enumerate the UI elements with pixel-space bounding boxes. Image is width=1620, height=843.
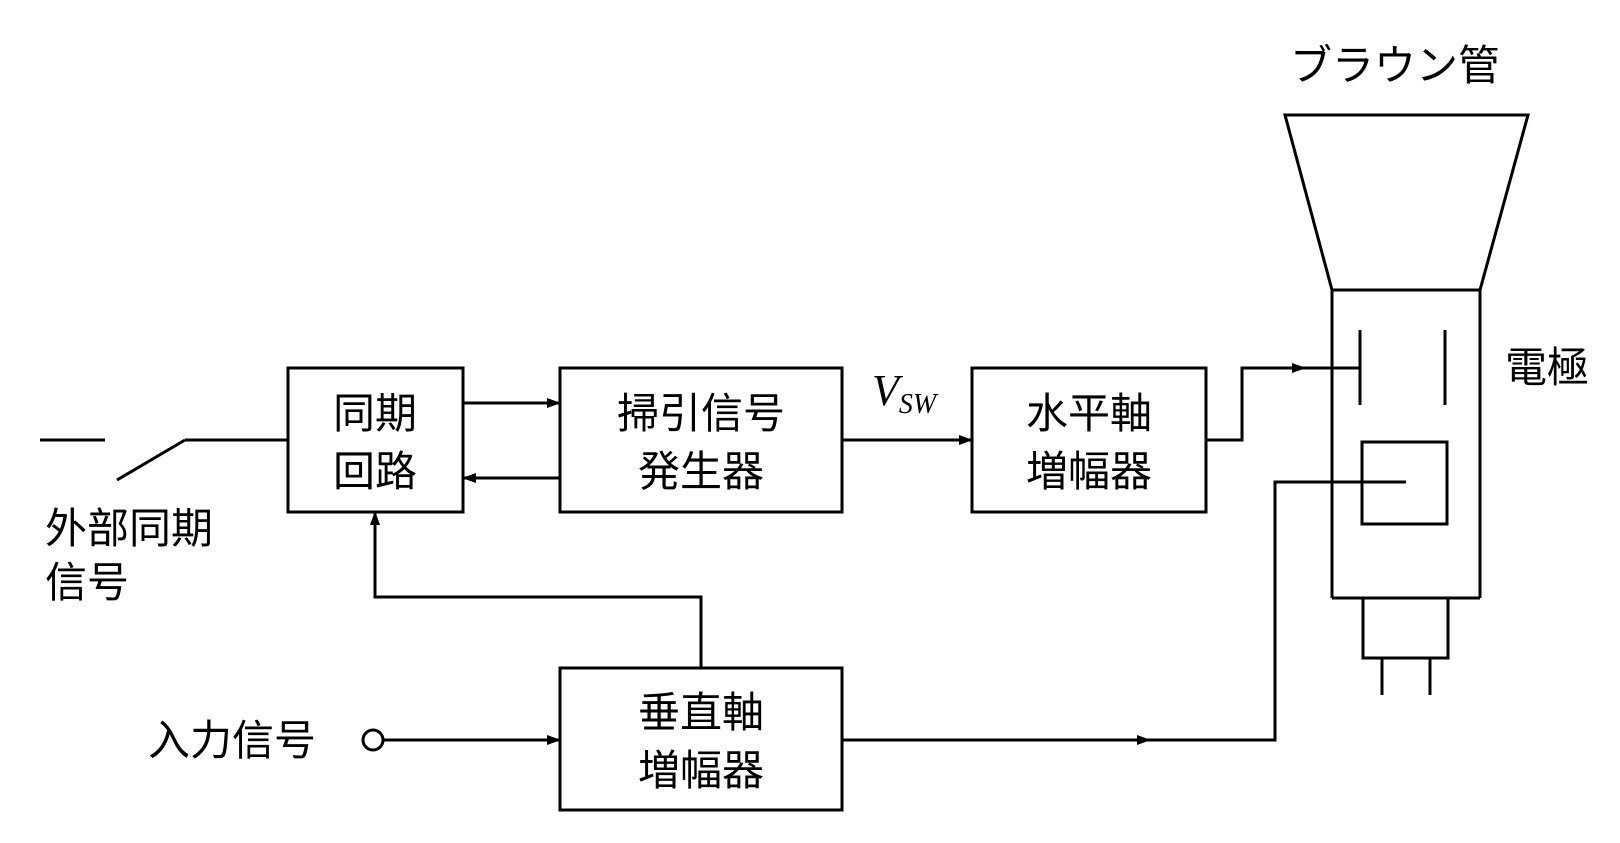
sweep-generator-block: 掃引信号 発生器 [558,366,844,514]
sweep-voltage-label: VSW [872,366,939,420]
input-terminal [361,728,385,752]
horizontal-amp-line1: 水平軸 [1026,389,1152,438]
vertical-to-crt-wire [842,480,1406,742]
sync-circuit-line1: 同期 [333,389,417,438]
horizontal-amp-line2: 増幅器 [1026,447,1152,496]
external-sync-line1: 外部同期 [45,504,213,553]
vertical-amp-block: 垂直軸 増幅器 [558,666,844,812]
external-sync-line2: 信号 [45,558,129,607]
sweep-generator-line1: 掃引信号 [617,389,785,438]
vertical-amp-line2: 増幅器 [638,746,764,795]
electrode-label: 電極 [1505,343,1589,392]
external-sync-switch [40,438,288,482]
sync-circuit-line2: 回路 [333,447,417,496]
vertical-amp-line1: 垂直軸 [638,688,764,737]
crt-title: ブラウン管 [1290,41,1500,90]
horizontal-amp-block: 水平軸 増幅器 [970,366,1208,514]
vertical-to-sync-wire [373,512,703,668]
horizontal-to-crt-wire [1206,366,1360,442]
crt-tube [1283,113,1530,695]
sweep-generator-line2: 発生器 [638,447,764,496]
sync-circuit-block: 同期 回路 [286,366,465,514]
input-signal-label: 入力信号 [148,716,316,765]
